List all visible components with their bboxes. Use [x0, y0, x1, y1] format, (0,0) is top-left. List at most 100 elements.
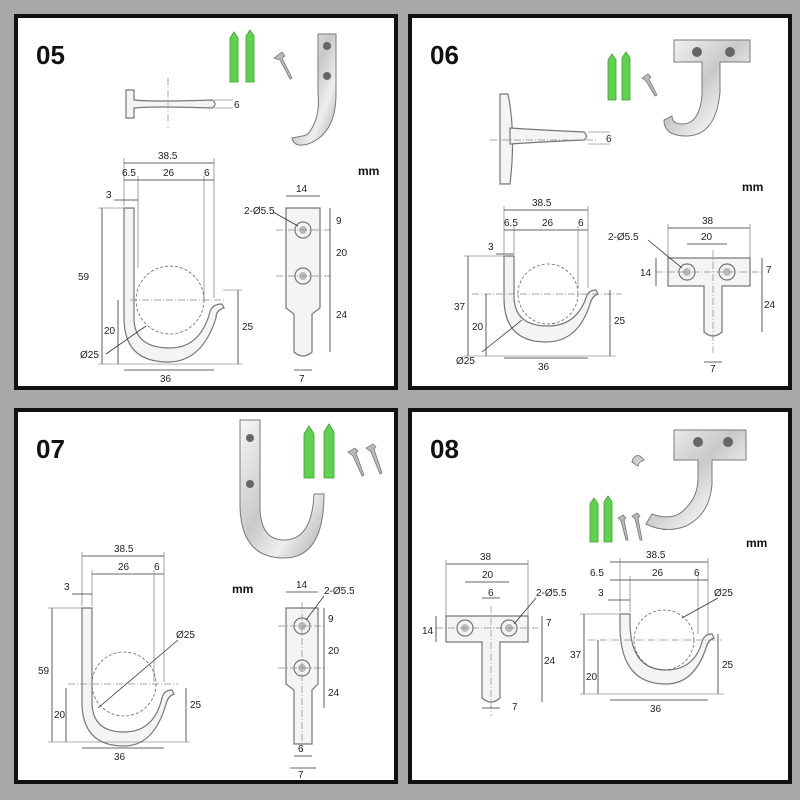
dim-hole-gap: 20	[701, 232, 713, 243]
dim-hole-top: 9	[336, 216, 342, 227]
dim-holes: 2-Ø5.5	[244, 206, 275, 217]
dim-lower-height: 20	[586, 672, 598, 683]
side-view: 6	[125, 78, 240, 128]
dim-lower-height: 20	[104, 326, 116, 337]
dim-diameter: Ø25	[176, 630, 195, 641]
dim-total-width: 38.5	[532, 198, 552, 209]
dim-hole-offset: 7	[766, 265, 772, 276]
panel-number: 06	[430, 40, 459, 70]
dim-w-left: 6.5	[122, 168, 136, 179]
dim-stem-len: 24	[336, 310, 348, 321]
dim-holes: 2-Ø5.5	[536, 588, 567, 599]
dim-holes: 2-Ø5.5	[608, 232, 639, 243]
dim-hole-offset: 7	[546, 618, 552, 629]
screws	[617, 512, 643, 541]
dim-tip-height: 25	[722, 660, 734, 671]
unit-label: mm	[746, 536, 768, 550]
screws	[273, 51, 293, 80]
dim-bottom-width: 36	[114, 752, 126, 763]
plate-view: 14 2-Ø5.5 9 20 24 7	[244, 184, 348, 385]
dim-side-thickness: 6	[606, 134, 612, 145]
plate-view: 38 20 2-Ø5.5 14 7 24 7	[608, 216, 776, 375]
hook-08-drawing: 38 20 6 2-Ø5.5 14 7 24 7 38.5 6.5 26	[422, 429, 747, 716]
dim-diameter: Ø25	[456, 356, 475, 367]
dim-hook-offset: 3	[488, 242, 494, 253]
dim-stem-len: 24	[328, 688, 340, 699]
dim-tip-width: 6	[298, 744, 304, 755]
dim-tip-height: 25	[614, 316, 626, 327]
panel-05: 05 mm 6 38.5	[14, 14, 398, 390]
dim-plate-height: 14	[422, 626, 434, 637]
side-view: 6	[490, 93, 612, 185]
hook-photo	[239, 419, 325, 559]
dim-bottom-width: 36	[160, 374, 172, 385]
wall-anchors	[229, 29, 255, 83]
dim-plate-width: 38	[480, 552, 492, 563]
panel-07: 07 mm 38.5 26 6 3	[14, 408, 398, 784]
panel-number: 07	[36, 434, 65, 464]
dim-lower-height: 20	[472, 322, 484, 333]
screws	[347, 443, 383, 477]
dim-diameter: Ø25	[714, 588, 733, 599]
dim-w-left: 6.5	[504, 218, 518, 229]
dim-side-thickness: 6	[234, 100, 240, 111]
dim-hook-offset: 3	[106, 190, 112, 201]
dim-bottom-width: 36	[538, 362, 550, 373]
dim-holes: 2-Ø5.5	[324, 586, 355, 597]
panel-06: 06 mm 6 38.5 6.5	[408, 14, 792, 390]
hook-photo	[291, 33, 337, 146]
wall-anchors	[303, 423, 335, 479]
dim-stem-len: 24	[764, 300, 776, 311]
front-view: 38.5 6.5 26 6 3 Ø25 37 20 25 36	[570, 550, 734, 715]
wall-anchors	[589, 495, 613, 543]
dim-stem-width: 7	[298, 770, 304, 781]
dim-plate-width: 38	[702, 216, 714, 227]
dim-height: 59	[38, 666, 50, 677]
dim-hole-gap: 20	[482, 570, 494, 581]
dim-hook-offset: 3	[598, 588, 604, 599]
dim-lower-height: 20	[54, 710, 66, 721]
dim-w-mid: 26	[542, 218, 554, 229]
panel-number: 08	[430, 434, 459, 464]
dim-total-width: 38.5	[114, 544, 134, 555]
panel-08: 08 mm 38 20 6	[408, 408, 792, 784]
dim-stem-width-top: 6	[488, 588, 494, 599]
front-view: 38.5 26 6 3 59 20 25 36 Ø25	[38, 544, 202, 763]
unit-label: mm	[232, 582, 254, 596]
dim-stem-width: 7	[299, 374, 305, 385]
dim-w-left: 6.5	[590, 568, 604, 579]
dim-w-mid: 26	[163, 168, 175, 179]
dim-height: 37	[570, 650, 582, 661]
dim-stem-width: 7	[710, 364, 716, 375]
front-view: 38.5 6.5 26 6 3 37 20 25 36 Ø25	[454, 198, 626, 373]
dim-w-right: 6	[694, 568, 700, 579]
plate-view: 38 20 6 2-Ø5.5 14 7 24 7	[422, 552, 567, 716]
wall-anchors	[607, 51, 631, 101]
dim-hole-gap: 20	[328, 646, 340, 657]
dim-diameter: Ø25	[80, 350, 99, 361]
dim-plate-width: 14	[296, 184, 308, 195]
dim-w-right: 6	[578, 218, 584, 229]
dim-bottom-width: 36	[650, 704, 662, 715]
hook-photo	[663, 39, 751, 137]
screws	[641, 73, 658, 97]
panel-number: 05	[36, 40, 65, 70]
dim-total-width: 38.5	[158, 151, 178, 162]
dim-stem-len: 24	[544, 656, 556, 667]
unit-label: mm	[742, 180, 764, 194]
dim-w-mid: 26	[118, 562, 130, 573]
unit-label: mm	[358, 164, 380, 178]
dim-height: 37	[454, 302, 466, 313]
dim-tip-height: 25	[242, 322, 254, 333]
hook-photo	[631, 429, 747, 530]
dim-height: 59	[78, 272, 90, 283]
dim-hole-top: 9	[328, 614, 334, 625]
dim-hook-offset: 3	[64, 582, 70, 593]
dim-hole-gap: 20	[336, 248, 348, 259]
dim-plate-height: 14	[640, 268, 652, 279]
dim-total-width: 38.5	[646, 550, 666, 561]
plate-view: 14 2-Ø5.5 9 20 24 6 7	[278, 580, 355, 781]
dim-w-right: 6	[154, 562, 160, 573]
dim-tip-height: 25	[190, 700, 202, 711]
dim-plate-width: 14	[296, 580, 308, 591]
